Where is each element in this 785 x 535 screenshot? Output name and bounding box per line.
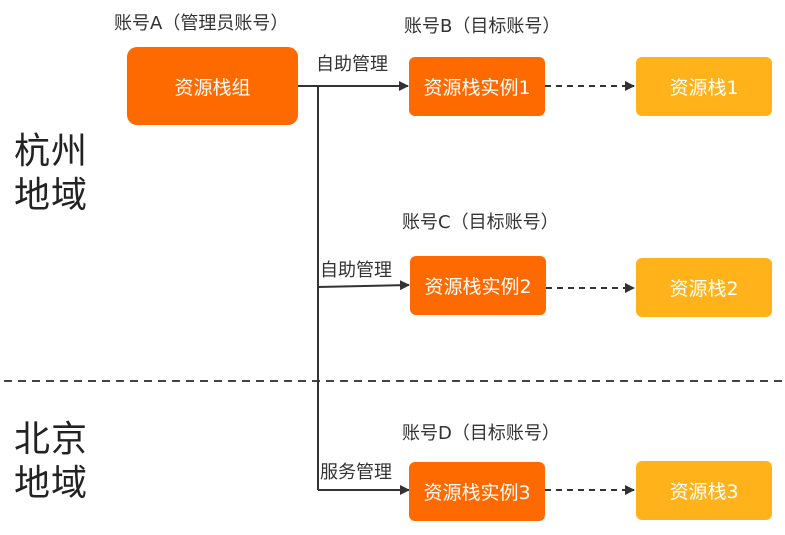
- stack-instance-1-box[interactable]: 资源栈实例1: [409, 57, 545, 116]
- stack-3-box[interactable]: 资源栈3: [636, 461, 772, 520]
- region-hangzhou-line1: 杭州: [14, 131, 89, 172]
- arrow-to-instance2: [317, 280, 410, 291]
- edge-label-self-managed-1: 自助管理: [316, 54, 388, 75]
- region-hangzhou-line2: 地域: [14, 175, 89, 216]
- region-beijing: 北京 地域: [14, 418, 94, 506]
- stack-1-box[interactable]: 资源栈1: [636, 57, 772, 116]
- account-b-label: 账号B（目标账号）: [404, 16, 561, 37]
- stack-instance-2-box[interactable]: 资源栈实例2: [410, 256, 546, 315]
- region-beijing-line2: 地域: [14, 463, 89, 504]
- account-a-label: 账号A（管理员账号）: [114, 13, 289, 34]
- edge-label-self-managed-2: 自助管理: [320, 260, 392, 281]
- stack-group-box[interactable]: 资源栈组: [127, 47, 298, 125]
- edge-label-service-managed: 服务管理: [320, 462, 392, 483]
- region-beijing-line1: 北京: [14, 419, 89, 460]
- account-d-label: 账号D（目标账号）: [402, 423, 560, 444]
- stack-instance-3-box[interactable]: 资源栈实例3: [409, 462, 545, 521]
- stack-2-box[interactable]: 资源栈2: [636, 258, 772, 317]
- region-hangzhou: 杭州 地域: [14, 130, 94, 218]
- account-c-label: 账号C（目标账号）: [402, 212, 559, 233]
